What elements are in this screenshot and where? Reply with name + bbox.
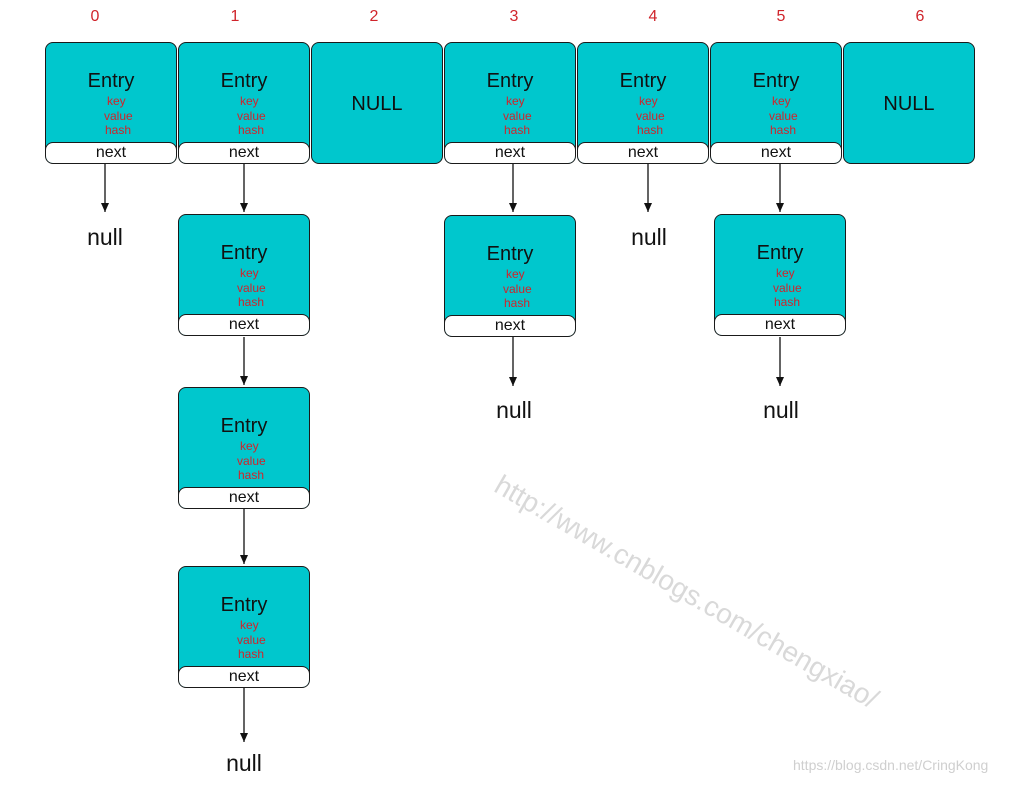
entry-next-pointer: next bbox=[445, 315, 575, 336]
bucket-4-entry: Entry key value hash next bbox=[577, 42, 709, 164]
entry-value-field: value bbox=[104, 109, 133, 123]
entry-title: Entry bbox=[220, 70, 268, 92]
entry-title: Entry bbox=[486, 243, 534, 265]
entry-value-field: value bbox=[237, 454, 266, 468]
null-terminator-bucket-3: null bbox=[496, 397, 532, 423]
entry-hash-field: hash bbox=[770, 123, 797, 137]
entry-value-field: value bbox=[636, 109, 665, 123]
entry-hash-field: hash bbox=[238, 468, 265, 482]
entry-next-pointer: next bbox=[711, 142, 841, 163]
entry-title: Entry bbox=[486, 70, 534, 92]
entry-value-field: value bbox=[237, 109, 266, 123]
bucket-1-entry: Entry key value hash next bbox=[178, 42, 310, 164]
null-terminator-bucket-0: null bbox=[87, 224, 123, 250]
entry-next-pointer: next bbox=[46, 142, 176, 163]
bucket-2-empty: NULL bbox=[311, 42, 443, 164]
bucket-1-chain-entry-3: Entry key value hash next bbox=[178, 387, 310, 509]
entry-value-field: value bbox=[769, 109, 798, 123]
entry-hash-field: hash bbox=[105, 123, 132, 137]
entry-next-pointer: next bbox=[179, 314, 309, 335]
entry-key-field: key bbox=[506, 267, 525, 281]
entry-next-pointer: next bbox=[179, 487, 309, 508]
bucket-3-entry: Entry key value hash next bbox=[444, 42, 576, 164]
bucket-index-1: 1 bbox=[230, 8, 240, 25]
bucket-5-chain-entry-2: Entry key value hash next bbox=[714, 214, 846, 336]
entry-key-field: key bbox=[639, 94, 658, 108]
entry-next-pointer: next bbox=[445, 142, 575, 163]
entry-title: Entry bbox=[87, 70, 135, 92]
entry-title: Entry bbox=[220, 594, 268, 616]
bucket-index-2: 2 bbox=[369, 8, 379, 25]
entry-title: Entry bbox=[220, 242, 268, 264]
bucket-5-entry: Entry key value hash next bbox=[710, 42, 842, 164]
entry-title: Entry bbox=[756, 242, 804, 264]
entry-hash-field: hash bbox=[238, 123, 265, 137]
bucket-index-6: 6 bbox=[915, 8, 925, 25]
entry-hash-field: hash bbox=[637, 123, 664, 137]
entry-key-field: key bbox=[772, 94, 791, 108]
bucket-1-chain-entry-2: Entry key value hash next bbox=[178, 214, 310, 336]
entry-next-pointer: next bbox=[715, 314, 845, 335]
entry-hash-field: hash bbox=[504, 296, 531, 310]
bucket-index-3: 3 bbox=[509, 8, 519, 25]
entry-title: Entry bbox=[619, 70, 667, 92]
bucket-1-chain-entry-4: Entry key value hash next bbox=[178, 566, 310, 688]
entry-key-field: key bbox=[107, 94, 126, 108]
entry-key-field: key bbox=[240, 266, 259, 280]
bucket-index-0: 0 bbox=[90, 8, 100, 25]
entry-value-field: value bbox=[237, 281, 266, 295]
entry-title: Entry bbox=[752, 70, 800, 92]
entry-value-field: value bbox=[773, 281, 802, 295]
null-bucket-label: NULL bbox=[351, 93, 403, 115]
entry-key-field: key bbox=[776, 266, 795, 280]
entry-next-pointer: next bbox=[179, 142, 309, 163]
bucket-0-entry: Entry key value hash next bbox=[45, 42, 177, 164]
null-terminator-bucket-4: null bbox=[631, 224, 667, 250]
corner-watermark: https://blog.csdn.net/CringKong bbox=[793, 757, 989, 773]
entry-key-field: key bbox=[506, 94, 525, 108]
entry-value-field: value bbox=[503, 109, 532, 123]
entry-title: Entry bbox=[220, 415, 268, 437]
entry-key-field: key bbox=[240, 94, 259, 108]
null-terminator-bucket-1: null bbox=[226, 750, 262, 776]
entry-hash-field: hash bbox=[238, 295, 265, 309]
bucket-index-4: 4 bbox=[648, 8, 658, 25]
bucket-index-5: 5 bbox=[776, 8, 786, 25]
null-terminator-bucket-5: null bbox=[763, 397, 799, 423]
entry-next-pointer: next bbox=[578, 142, 708, 163]
entry-value-field: value bbox=[503, 282, 532, 296]
entry-hash-field: hash bbox=[238, 647, 265, 661]
bucket-6-empty: NULL bbox=[843, 42, 975, 164]
entry-hash-field: hash bbox=[504, 123, 531, 137]
bucket-3-chain-entry-2: Entry key value hash next bbox=[444, 215, 576, 337]
entry-key-field: key bbox=[240, 618, 259, 632]
null-bucket-label: NULL bbox=[883, 93, 935, 115]
entry-hash-field: hash bbox=[774, 295, 801, 309]
entry-key-field: key bbox=[240, 439, 259, 453]
entry-value-field: value bbox=[237, 633, 266, 647]
entry-next-pointer: next bbox=[179, 666, 309, 687]
